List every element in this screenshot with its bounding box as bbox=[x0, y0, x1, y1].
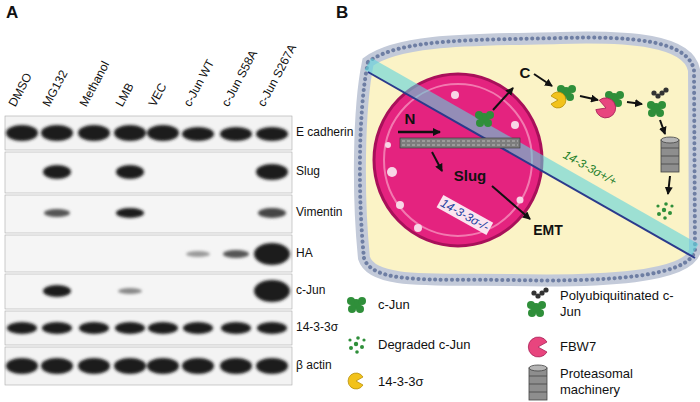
legend-text: FBW7 bbox=[560, 339, 596, 355]
row-label: Vimentin bbox=[296, 205, 342, 220]
nucleus: N Slug 14-3-3σ-/- bbox=[374, 74, 542, 246]
legend-text: Polyubiquitinated c-Jun bbox=[560, 288, 685, 320]
panel-letter: A bbox=[6, 3, 18, 23]
cell-illustration bbox=[360, 38, 695, 281]
lane-label: MG132 bbox=[40, 68, 71, 109]
row-label: c-Jun bbox=[296, 283, 325, 298]
panel-letter: B bbox=[336, 3, 348, 23]
cell: C 14-3-3σ+/+ EMT N Slug 14-3-3σ-/- bbox=[356, 30, 700, 292]
legend-text: 14-3-3σ bbox=[378, 374, 424, 390]
legend-icons bbox=[347, 287, 549, 400]
lane-label: DMSO bbox=[6, 71, 35, 109]
compartment-label: N bbox=[405, 110, 416, 127]
outcome-label: EMT bbox=[533, 222, 563, 238]
genotype-label: 14-3-3σ+/+ bbox=[561, 148, 620, 189]
row-label: 14-3-3σ bbox=[296, 320, 338, 335]
compartment-label: C bbox=[520, 64, 531, 81]
row-label: β actin bbox=[296, 358, 332, 373]
legend-text: Degraded c-Jun bbox=[378, 337, 471, 353]
row-label: E cadherin bbox=[296, 125, 353, 140]
lane-label: Methanol bbox=[77, 59, 113, 109]
lane-label: c-Jun WT bbox=[181, 57, 217, 109]
gene-label: Slug bbox=[454, 167, 487, 184]
genotype-label: 14-3-3σ-/- bbox=[437, 195, 494, 235]
lane-label: c-Jun S58A bbox=[219, 48, 260, 109]
row-label: HA bbox=[296, 246, 313, 261]
legend-text: Proteasomal machinery bbox=[560, 366, 685, 398]
row-label: Slug bbox=[296, 164, 320, 179]
lane-label: LMB bbox=[113, 81, 137, 109]
lane-label: c-Jun S267A bbox=[255, 42, 300, 109]
legend-text: c-Jun bbox=[378, 297, 410, 313]
blot bbox=[5, 116, 292, 385]
lane-label: VEC bbox=[146, 81, 170, 109]
